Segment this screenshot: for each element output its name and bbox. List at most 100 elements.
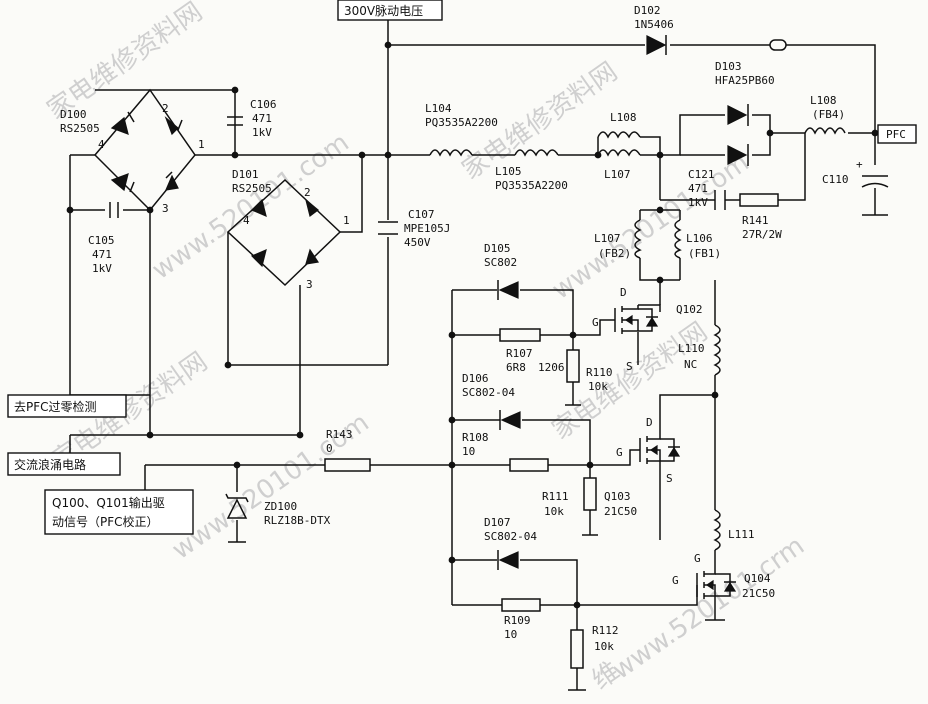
l107a-ref: L107: [604, 168, 631, 181]
l111-ref: L111: [728, 528, 755, 541]
c106-value: 471: [252, 112, 272, 125]
q103-value: 21C50: [604, 505, 637, 518]
c105-value2: 1kV: [92, 262, 112, 275]
l107b-ref: L107: [594, 232, 621, 245]
d100-pin2: 2: [162, 102, 169, 115]
d103-ref: D103: [715, 60, 742, 73]
r110-ref: R110: [586, 366, 613, 379]
zener-zd100: ZD100 RLZ18B-DTX: [225, 493, 331, 527]
l108a-value: (FB4): [812, 108, 845, 121]
q104-gate-pin: G: [672, 574, 679, 587]
pfc-output-label: PFC: [886, 128, 906, 141]
inductor-l104: L104 PQ3535A2200: [425, 102, 498, 157]
label-box-300v: 300V脉动电压: [337, 0, 443, 21]
r141-value: 27R/2W: [742, 228, 782, 241]
diode-d103: D103 HFA25PB60: [715, 60, 775, 166]
r112-value: 10k: [594, 640, 614, 653]
d100-value: RS2505: [60, 122, 100, 135]
mosfet-q103: D G S Q103 21C50: [604, 416, 681, 518]
l108a-ref: L108: [810, 94, 837, 107]
resistor-r143: R143 0: [324, 428, 371, 472]
q102-ref: Q102: [676, 303, 703, 316]
r107-ref: R107: [506, 347, 533, 360]
l105-ref: L105: [495, 165, 522, 178]
l108b-ref: L108: [610, 111, 637, 124]
d101-ref: D101: [232, 168, 259, 181]
resistor-r110: 1206 R110 10k: [538, 349, 613, 393]
d101-pin4: 4: [243, 214, 250, 227]
watermark: www.520101.com: [147, 128, 355, 286]
q104-top-pin: G: [694, 552, 701, 565]
label-pfc-zero-detect: 去PFC过零检测: [14, 399, 97, 414]
inductor-l111: L111: [713, 509, 755, 551]
r109-value: 10: [504, 628, 517, 641]
resistor-r109: R109 10: [501, 598, 541, 641]
r143-value: 0: [326, 442, 333, 455]
d102-value: 1N5406: [634, 18, 674, 31]
resistor-r112: R112 10k: [570, 624, 619, 669]
mosfet-q102: D G S Q102: [592, 286, 703, 373]
resistor-r107: R107 6R8: [499, 328, 541, 374]
l110-ref: L110: [678, 342, 705, 355]
capacitor-c106: C106 471 1kV: [227, 98, 277, 139]
diode-d106: D106 SC802-04: [462, 372, 521, 430]
c121-value2: 1kV: [688, 196, 708, 209]
q104-ref: Q104: [744, 572, 771, 585]
r143-ref: R143: [326, 428, 353, 441]
l106-ref: L106: [686, 232, 713, 245]
l106-value: (FB1): [688, 247, 721, 260]
c106-value2: 1kV: [252, 126, 272, 139]
label-box-pfc-zero-detect: 去PFC过零检测: [7, 394, 127, 418]
d107-value: SC802-04: [484, 530, 537, 543]
c107-ref: C107: [408, 208, 435, 221]
q103-gate-pin: G: [616, 446, 623, 459]
c107-value2: 450V: [404, 236, 431, 249]
zd100-ref: ZD100: [264, 500, 297, 513]
d106-value: SC802-04: [462, 386, 515, 399]
capacitor-c121: C121 471 1kV: [688, 168, 726, 210]
c121-value: 471: [688, 182, 708, 195]
r108-value: 10: [462, 445, 475, 458]
diode-d107: D107 SC802-04: [484, 516, 537, 570]
inductor-l110: L110 NC: [678, 324, 721, 376]
d106-ref: D106: [462, 372, 489, 385]
d105-ref: D105: [484, 242, 511, 255]
r109-ref: R109: [504, 614, 531, 627]
l104-value: PQ3535A2200: [425, 116, 498, 129]
d101-value: RS2505: [232, 182, 272, 195]
c121-ref: C121: [688, 168, 715, 181]
r110-value: 10k: [588, 380, 608, 393]
capacitor-c105: C105 471 1kV: [88, 202, 119, 275]
d100-pin1: 1: [198, 138, 205, 151]
q102-drain-pin: D: [620, 286, 627, 299]
r111-ref: R111: [542, 490, 569, 503]
c110-ref: C110: [822, 173, 849, 186]
inductor-l107-fb2: L107 (FB2): [594, 219, 642, 260]
watermark: 家电维修资料网: [42, 0, 208, 126]
c105-value: 471: [92, 248, 112, 261]
capacitor-c110: + C110: [822, 158, 889, 188]
d101-pin2: 2: [304, 186, 311, 199]
d100-pin4: 4: [98, 138, 105, 151]
r111-value: 10k: [544, 505, 564, 518]
q102-source-pin: S: [626, 360, 633, 373]
capacitor-c107: C107 MPE105J 450V: [378, 208, 450, 249]
watermark: www.520101.com: [547, 148, 755, 306]
label-box-drive-signal: Q100、Q101输出驱 动信号（PFC校正）: [44, 489, 194, 535]
inductor-l106-fb1: L106 (FB1): [674, 219, 721, 260]
label-300v: 300V脉动电压: [344, 3, 423, 18]
label-drive-signal-2: 动信号（PFC校正）: [52, 514, 159, 529]
resistor-r141: R141 27R/2W: [739, 193, 782, 241]
q104-value: 21C50: [742, 587, 775, 600]
r141-ref: R141: [742, 214, 769, 227]
connector-capsule: [769, 39, 787, 51]
q103-ref: Q103: [604, 490, 631, 503]
label-box-ac-inrush: 交流浪涌电路: [7, 452, 121, 476]
q102-gate-pin: G: [592, 316, 599, 329]
zd100-value: RLZ18B-DTX: [264, 514, 331, 527]
resistor-r111: R111 10k: [542, 477, 597, 518]
watermark: www.520101.crm: [607, 531, 810, 686]
d107-ref: D107: [484, 516, 511, 529]
d100-ref: D100: [60, 108, 87, 121]
